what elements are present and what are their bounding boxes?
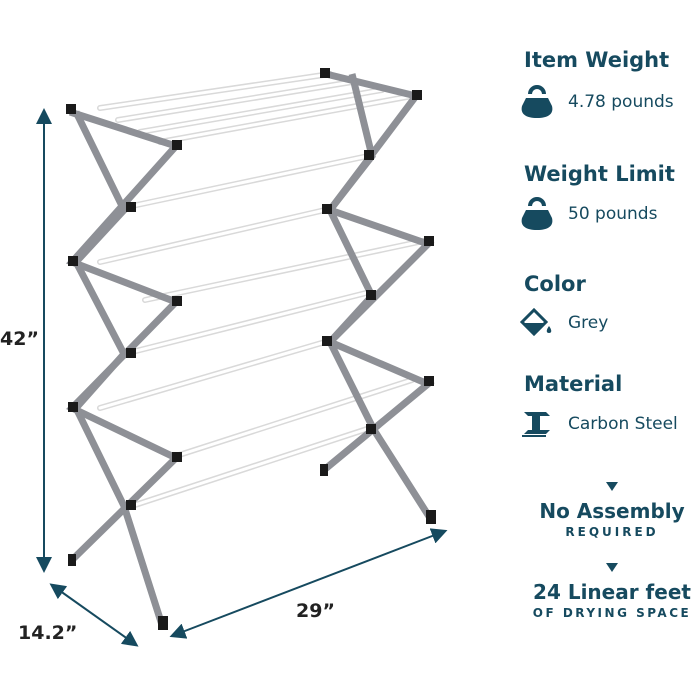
triangle-down-icon — [606, 482, 618, 491]
no-assembly-heading: No Assembly — [539, 499, 685, 523]
kettlebell-icon — [521, 197, 553, 230]
depth-dimension-line — [49, 583, 139, 647]
weight-limit-title: Weight Limit — [524, 162, 675, 186]
material-value: Carbon Steel — [568, 414, 678, 434]
paint-bucket-icon — [520, 308, 552, 337]
weight-limit-value: 50 pounds — [568, 204, 658, 224]
depth-label: 14.2” — [18, 622, 78, 644]
no-assembly-callout: No Assembly REQUIRED — [528, 482, 696, 539]
weight-limit-row: 50 pounds — [520, 196, 657, 232]
steel-beam-icon — [522, 412, 550, 437]
height-label: 42” — [0, 328, 39, 350]
width-dimension-line — [169, 528, 448, 639]
drying-space-subtext: OF DRYING SPACE — [532, 606, 692, 620]
color-title: Color — [524, 272, 586, 296]
triangle-down-icon — [606, 563, 618, 572]
item-weight-row: 4.78 pounds — [520, 84, 674, 120]
material-row: Carbon Steel — [520, 408, 678, 440]
no-assembly-subtext: REQUIRED — [565, 525, 659, 539]
item-weight-title: Item Weight — [524, 48, 670, 72]
kettlebell-icon — [521, 85, 553, 118]
item-weight-value: 4.78 pounds — [568, 92, 674, 112]
drying-space-heading: 24 Linear feet — [533, 580, 691, 604]
drying-space-callout: 24 Linear feet OF DRYING SPACE — [526, 563, 698, 620]
color-row: Grey — [520, 308, 608, 338]
color-value: Grey — [568, 313, 609, 333]
rack-frame — [66, 68, 436, 630]
width-label: 29” — [296, 600, 335, 622]
material-title: Material — [524, 372, 623, 396]
